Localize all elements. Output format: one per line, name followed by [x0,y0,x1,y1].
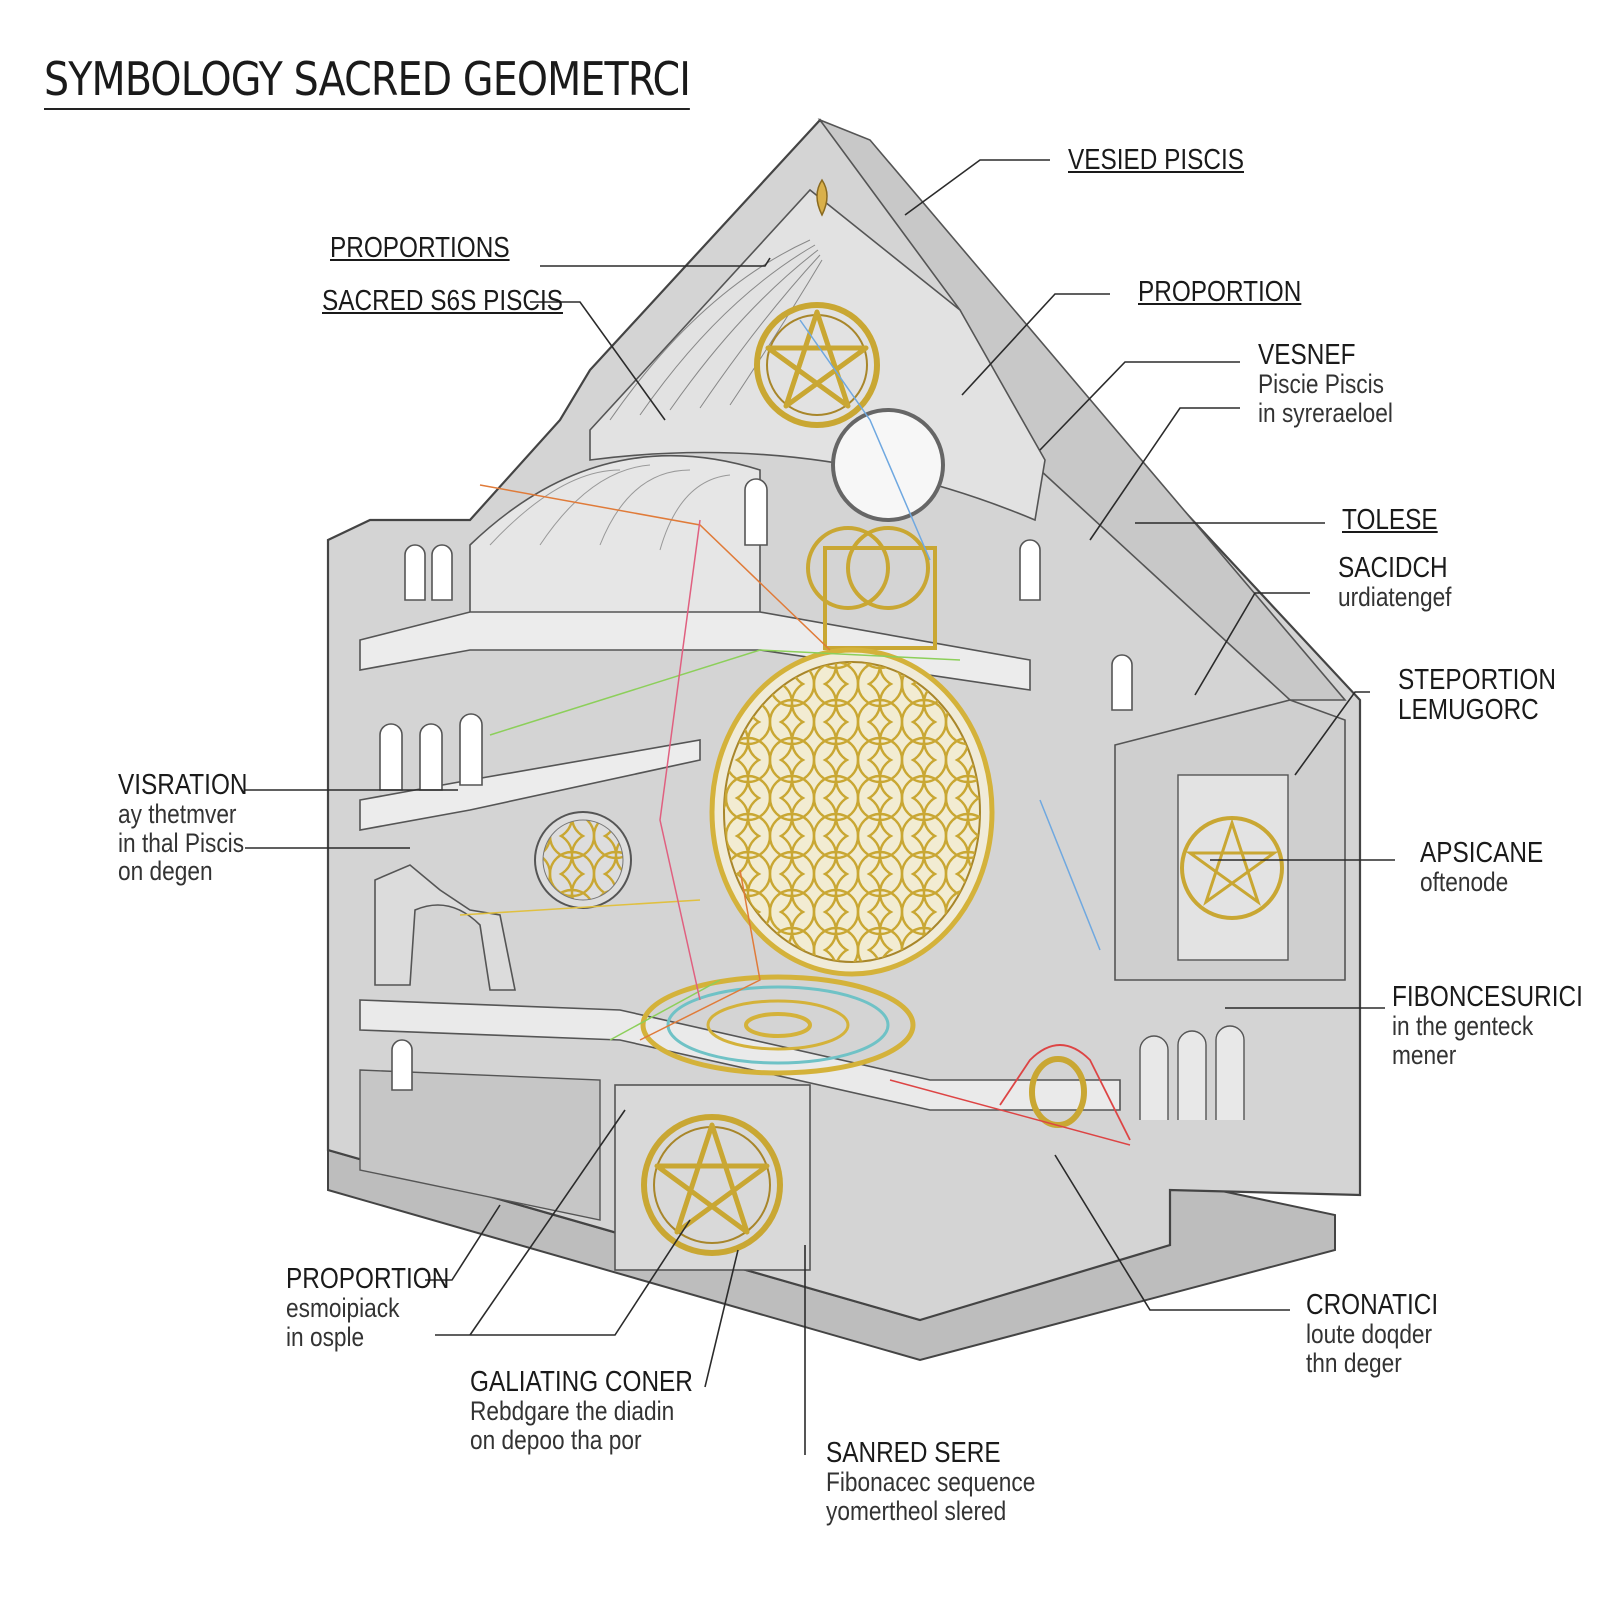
arched-windows [379,478,1133,1091]
dome-ribs [489,464,731,551]
pentagram-annex [1180,816,1284,920]
mid-dome [469,455,761,641]
page-title: SYMBOLOGY SACRED GEOMETRCI [44,52,691,110]
annex-window [1177,774,1289,961]
sight-lines [459,319,1131,1146]
pentagram-crypt [641,1114,783,1256]
flower-of-life [709,647,995,977]
label-tolese: TOLESE [1342,504,1438,536]
label-proportions: PROPORTIONS [330,232,510,264]
floor-ground [359,999,1121,1111]
oculus-window [831,408,945,522]
label-vesied-piscis: VESIED PISCIS [1068,144,1244,176]
floor-upper [359,611,1031,691]
leader-lines [245,159,1395,1455]
ground-arcade [1139,1025,1245,1120]
label-proportion-top: PROPORTION [1138,276,1302,308]
pentagram-top [754,302,880,428]
vesica-gate [806,526,937,650]
ruined-arch [374,864,516,991]
floor-mandala [640,974,916,1076]
crypt-floor [359,1069,601,1221]
rosette-window [534,811,632,909]
vault-ribs [609,239,823,421]
label-sacred-s6s-piscis: SACRED S6S PISCIS [322,285,563,317]
finial [816,178,828,217]
